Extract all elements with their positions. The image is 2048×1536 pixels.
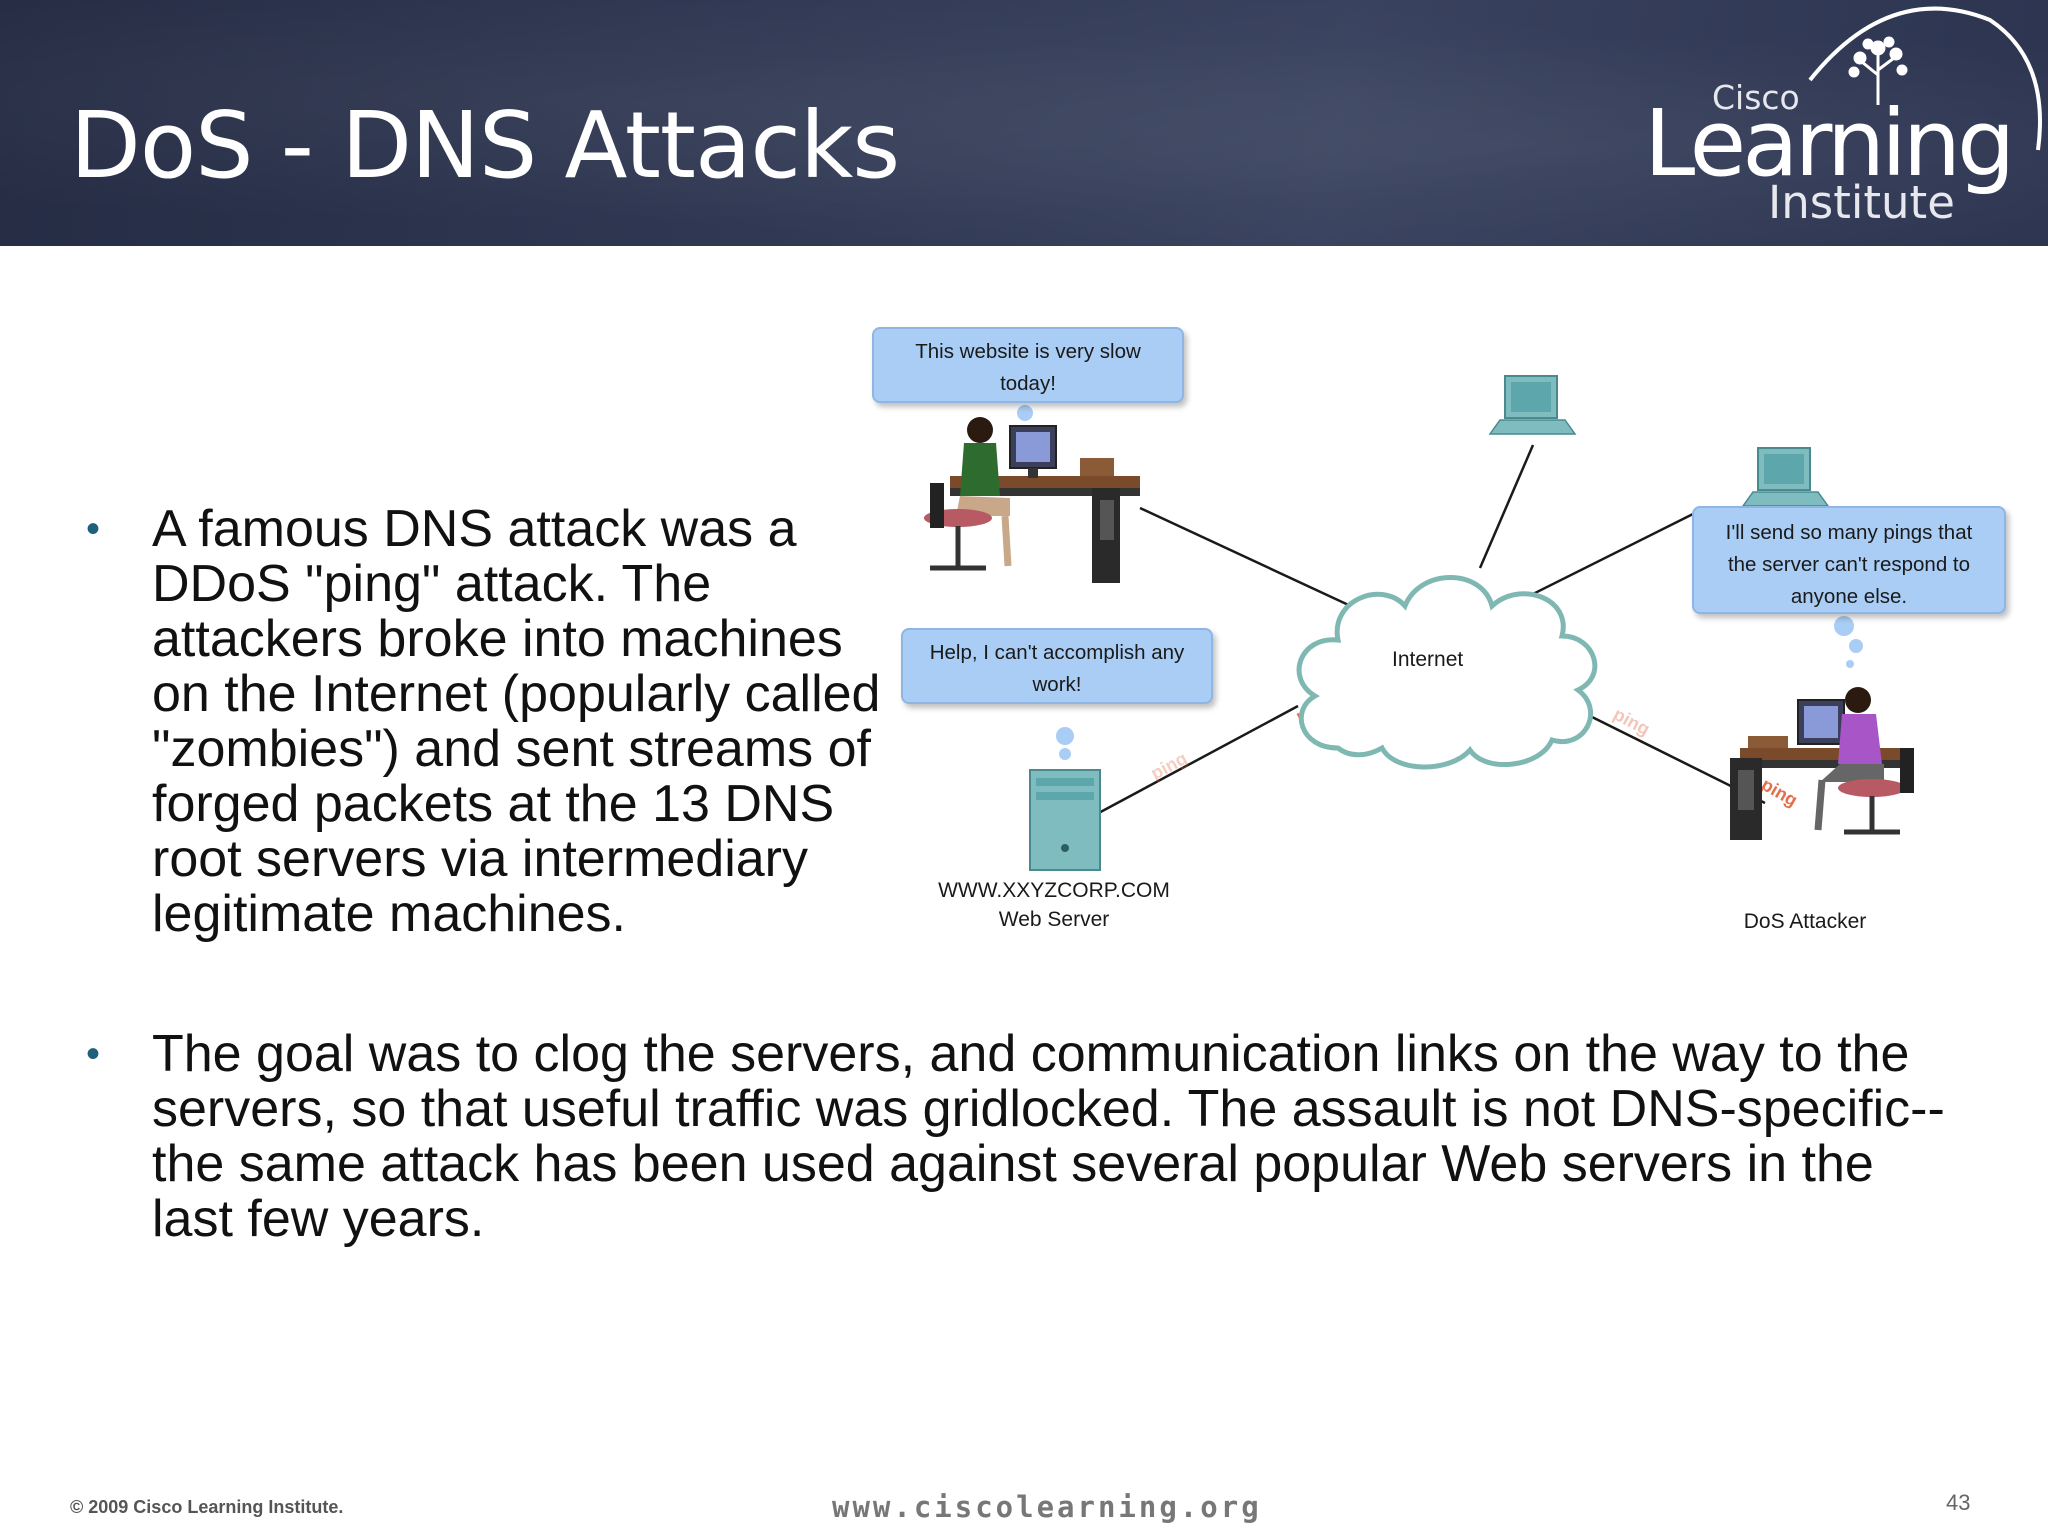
server-domain-label: WWW.XXYZCORP.COM [938,879,1170,902]
web-server-label: WWW.XXYZCORP.COM Web Server [924,876,1184,934]
logo-arc-icon [1808,6,2042,151]
callout-line: This website is very slow [915,340,1141,363]
server-role-label: Web Server [998,908,1110,931]
ping-label: ping [1610,704,1653,739]
zombie-pc-icon [1488,375,1577,435]
slide-title: DoS - DNS Attacks [70,92,900,199]
user-workstation-icon [924,417,1140,583]
callout-line: the server can't respond to [1727,553,1971,576]
logo-tree-icon [1848,36,1908,105]
footer-copyright: © 2009 Cisco Learning Institute. [70,1497,344,1517]
page-number: 43 [1946,1490,1971,1515]
dos-attacker-workstation-icon [1730,687,1914,840]
bullet-dot-icon: • [86,507,101,551]
bullet-item: • The goal was to clog the servers, and c… [86,1025,1952,1248]
footer-url: www.ciscolearning.org [832,1490,1262,1524]
callout-line: Help, I can't accomplish any [929,641,1185,664]
ping-label: ping [1147,748,1190,783]
user-complaint-callout: This website is very slow today! [872,327,1184,403]
internet-label: Internet [1392,648,1464,671]
bullet-text: A famous DNS attack was a DDoS "ping" at… [152,500,881,943]
internet-cloud-icon [1296,575,1598,770]
diagram-drawing: ping ping ping ping [924,375,1914,871]
zombie-pc-icon [1741,447,1830,507]
logo-cisco-text: Cisco [1712,78,1800,117]
logo-learning-text: Learning [1644,90,2015,197]
network-links [1079,444,1766,825]
slide-header: DoS - DNS Attacks Cisco Learning Institu… [0,0,2048,246]
callout-line: today! [1000,372,1056,395]
dos-attacker-label: DoS Attacker [1743,910,1867,933]
callout-line: I'll send so many pings that [1725,521,1973,544]
callout-line: anyone else. [1790,585,1908,608]
attacker-callout: I'll send so many pings that the server … [1692,506,2006,614]
cisco-learning-institute-logo: Cisco Learning Institute [1630,0,2048,246]
callout-line: work! [1032,673,1082,696]
web-server-icon [1029,769,1101,871]
server-complaint-callout: Help, I can't accomplish any work! [901,628,1213,704]
ping-label: ping [1758,774,1801,810]
logo-institute-text: Institute [1768,176,1955,229]
bullet-text: The goal was to clog the servers, and co… [152,1025,1945,1248]
bullet-item: • A famous DNS attack was a DDoS "ping" a… [86,500,892,943]
bullet-dot-icon: • [86,1032,101,1076]
ddos-network-diagram: ping ping ping ping [860,318,2020,948]
